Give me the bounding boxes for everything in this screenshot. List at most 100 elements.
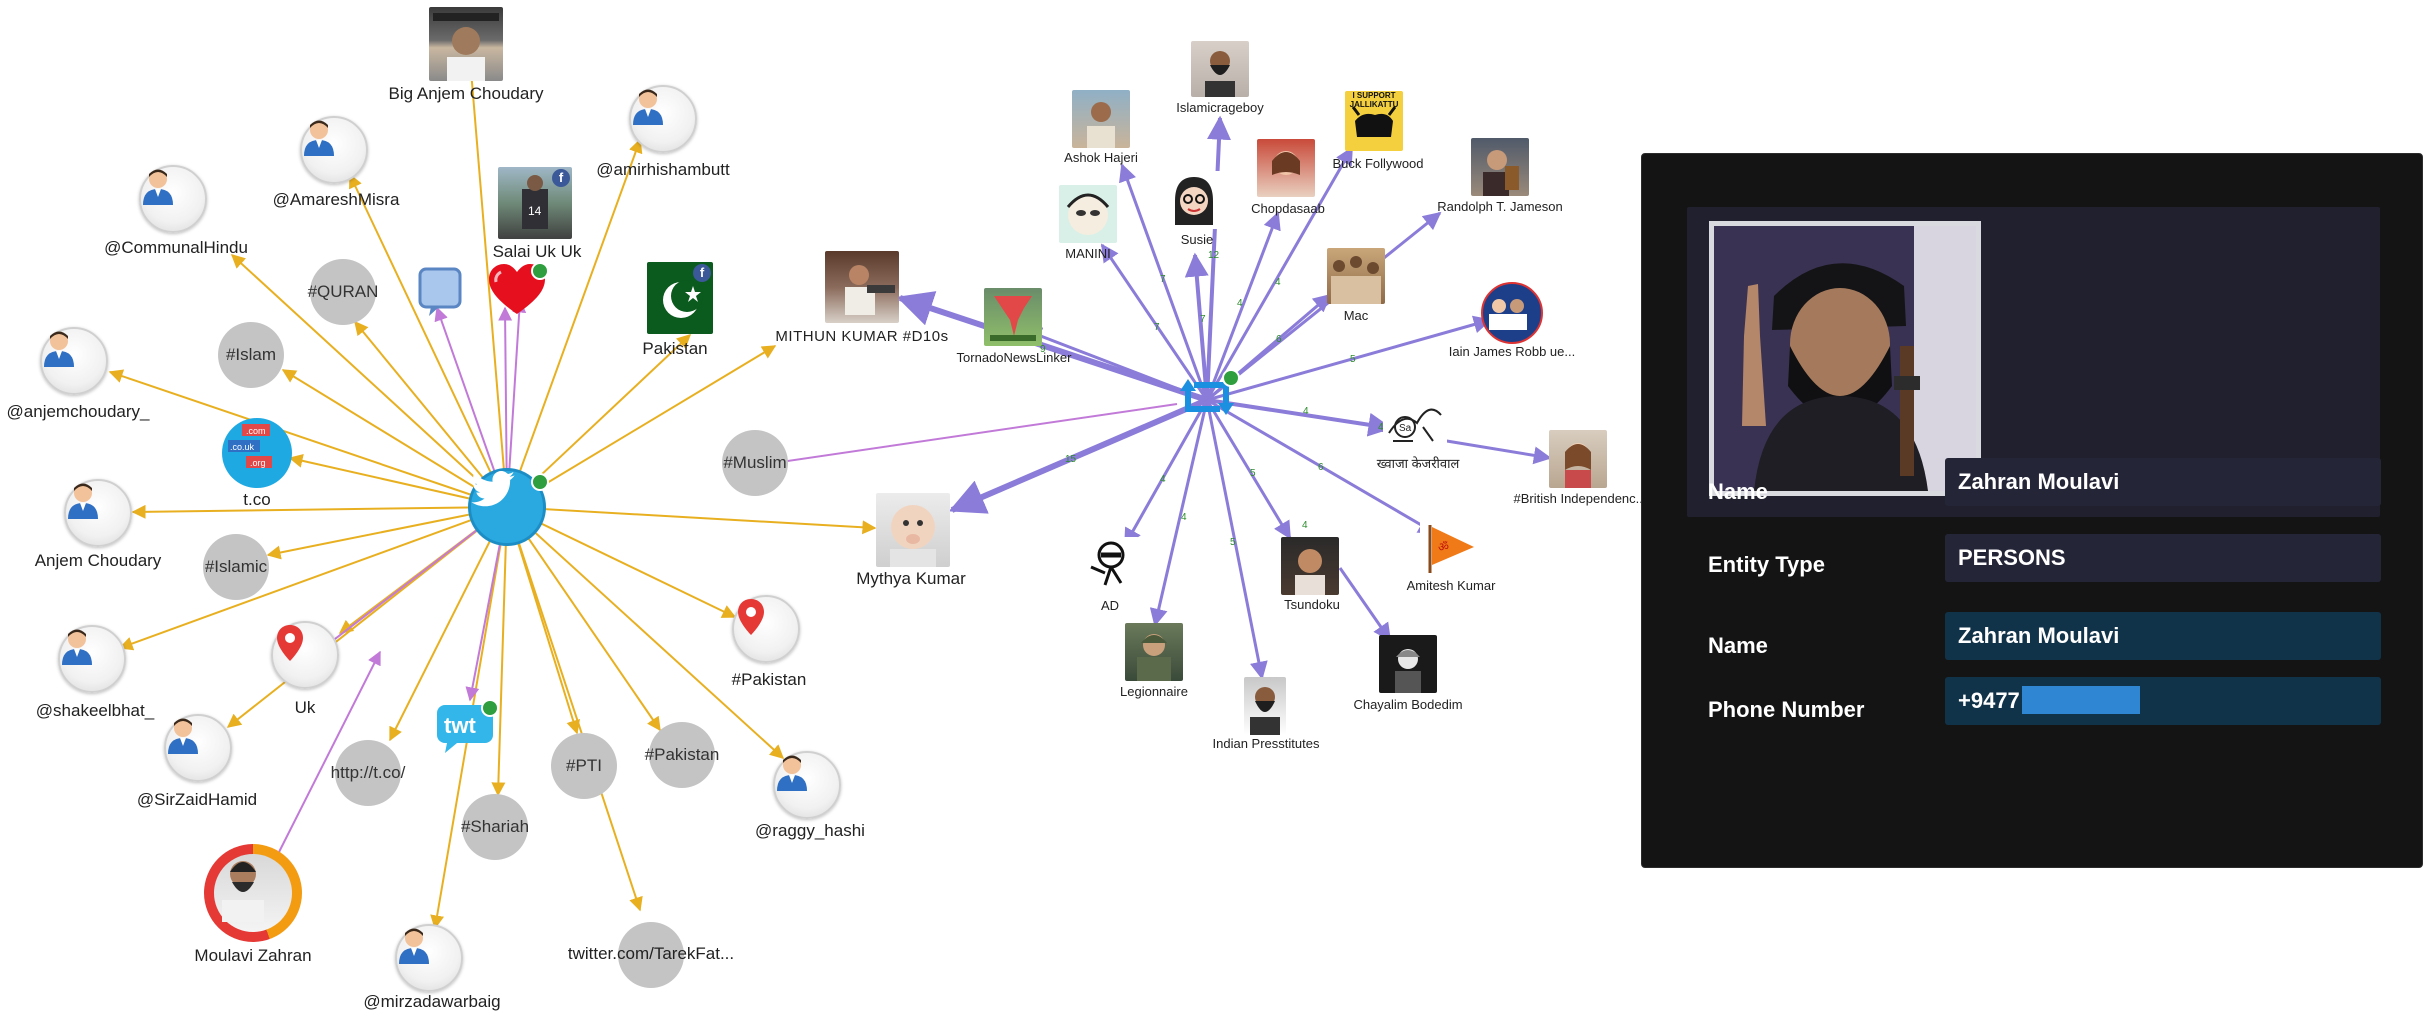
entity-photo[interactable] <box>1709 221 1981 496</box>
node-label: Moulavi Zahran <box>194 946 312 965</box>
photo-node-salai-uk-uk[interactable]: 14 f <box>498 167 572 239</box>
photo-node-mythya-kumar[interactable] <box>876 493 950 567</box>
user-avatar-icon <box>168 718 198 754</box>
entity-type-value: PERSONS <box>1945 534 2381 582</box>
url-node-tarekfat[interactable] <box>618 922 684 988</box>
photo-node-chopdasaab[interactable] <box>1257 139 1315 197</box>
photo-node-ashok-hajeri[interactable] <box>1072 90 1130 148</box>
svg-text:.org: .org <box>250 458 266 468</box>
user-avatar-icon <box>44 331 74 367</box>
name-label: Name <box>1708 479 1768 504</box>
photo-node-legionnaire[interactable] <box>1125 623 1183 681</box>
photo-node-big-anjem-choudary[interactable] <box>429 7 503 81</box>
hashtag-node-islamic[interactable]: #Islamic <box>203 534 269 600</box>
twt-speech-icon: twt <box>437 705 493 753</box>
photo-node-manini[interactable] <box>1059 185 1117 243</box>
node-label: Pakistan <box>642 339 708 358</box>
cartoon-node-ad[interactable] <box>1081 537 1139 595</box>
user-node-communalhindu[interactable] <box>139 165 207 233</box>
user-node-sirzaidhamid[interactable] <box>164 714 232 782</box>
hashtag-node-islam[interactable]: #Islam <box>218 322 284 388</box>
phone-number-value: +9477 <box>1958 688 2020 713</box>
person-photo-icon <box>222 861 264 922</box>
photo-node-randolph-jameson[interactable] <box>1471 138 1529 196</box>
user-avatar-icon <box>399 928 429 964</box>
photo-node-chayalim-bodedim[interactable] <box>1379 635 1437 693</box>
node-label: t.co <box>243 490 271 509</box>
node-label: Chopdasaab <box>1251 201 1325 216</box>
node-label: twitter.com/TarekFat... <box>567 944 735 963</box>
cartoon-sketch-icon <box>1090 541 1125 586</box>
edge-weight: 4 <box>1378 422 1384 433</box>
node-label: ख्वाजा केजरीवाल <box>1376 456 1460 471</box>
node-label: Big Anjem Choudary <box>388 84 544 103</box>
user-avatar-icon <box>62 629 92 665</box>
cartoon-face-icon <box>1066 193 1110 235</box>
node-label: Anjem Choudary <box>34 551 162 570</box>
node-label: Ashok Hajeri <box>1064 150 1138 165</box>
photo-node-islamicrageboy[interactable] <box>1191 41 1249 97</box>
photo-node-indian-presstitutes[interactable] <box>1244 677 1286 735</box>
photo-node-mac[interactable] <box>1327 248 1385 304</box>
status-badge <box>531 473 549 491</box>
retweet-hub-node[interactable] <box>1180 369 1240 419</box>
svg-text:ॐ: ॐ <box>1438 540 1449 554</box>
node-label: @CommunalHindu <box>104 238 248 257</box>
user-node-amirhishambutt[interactable] <box>629 85 697 153</box>
twitter-hub-node[interactable] <box>468 468 549 546</box>
node-label: #Muslim <box>723 453 787 472</box>
heart-node[interactable] <box>487 262 549 318</box>
bull-poster-icon <box>1351 106 1397 137</box>
hashtag-node-quran[interactable]: #QURAN <box>308 259 378 325</box>
person-photo-icon <box>1272 151 1300 175</box>
photo-node-susie[interactable] <box>1165 171 1223 229</box>
user-avatar-icon <box>143 169 173 205</box>
user-node-anjem-choudary[interactable] <box>64 479 132 547</box>
node-label: Chayalim Bodedim <box>1353 697 1463 712</box>
node-label: #Pakistan <box>644 745 720 764</box>
chat-bubble-node[interactable] <box>417 266 463 318</box>
hashtag-node-muslim[interactable]: #Muslim <box>722 430 788 496</box>
crowd-photo-icon <box>1331 256 1381 304</box>
photo-node-mithun-kumar[interactable] <box>825 251 899 323</box>
person-photo-icon: 14 <box>522 175 548 229</box>
link-graph[interactable]: 7 12 7 4 4 6 5 4 15 4 5 4 5 4 6 7 4 9 Bi… <box>0 0 1646 1022</box>
domain-tags-icon: .com.co.uk.org <box>228 424 272 468</box>
user-node-raggy-hashi[interactable] <box>773 751 841 819</box>
photo-node-tsundoku[interactable] <box>1281 537 1339 595</box>
status-badge <box>1222 369 1240 387</box>
user-node-shakeelbhat[interactable] <box>58 625 126 693</box>
location-node-pakistan[interactable] <box>732 595 800 663</box>
url-node-http-tco[interactable]: http://t.co/ <box>331 740 405 806</box>
cartoon-node-khwaja-kejriwal[interactable]: Sa <box>1383 393 1447 451</box>
photo-node-moulavi-zahran[interactable] <box>204 844 302 942</box>
person-photo-icon <box>1714 226 1976 491</box>
hashtag-node-pakistan[interactable]: #Pakistan <box>645 722 719 788</box>
node-label: @amirhishambutt <box>596 160 730 179</box>
twt-app-node[interactable]: twt <box>435 699 499 755</box>
photo-node-tornadonewslinker[interactable] <box>984 288 1042 346</box>
user-node-amareshmisra[interactable] <box>300 116 368 184</box>
node-label: #Islamic <box>204 557 268 576</box>
node-label: Susie <box>1180 232 1214 247</box>
photo-node-iain-james-robb[interactable] <box>1481 282 1543 344</box>
node-label: #Islam <box>225 345 277 364</box>
name-value: Zahran Moulavi <box>1945 458 2381 506</box>
user-node-mirzadawarbaig[interactable] <box>395 924 463 992</box>
domain-node-tco[interactable]: .com.co.uk.org <box>222 418 292 488</box>
flag-node-pakistan[interactable]: f <box>647 262 713 334</box>
phone-number-field: +9477 <box>1945 677 2381 725</box>
flag-node-amitesh-kumar[interactable]: ॐ <box>1420 517 1478 575</box>
name-value-2: Zahran Moulavi <box>1945 612 2381 660</box>
poster-node-jallikattu[interactable]: I SUPPORT JALLIKATTU <box>1345 91 1403 151</box>
node-label: Mac <box>1343 308 1369 323</box>
location-node-uk[interactable] <box>271 621 339 689</box>
hashtag-node-pti[interactable]: #PTI <box>551 733 617 799</box>
edge-weight: 4 <box>1160 474 1166 485</box>
node-label: http://t.co/ <box>330 763 406 782</box>
person-photo-icon <box>1250 687 1280 735</box>
hashtag-node-shariah[interactable]: #Shariah <box>461 794 529 860</box>
user-node-anjemchoudary[interactable] <box>40 327 108 395</box>
photo-node-british-independence[interactable] <box>1549 430 1607 488</box>
person-photo-icon <box>1565 443 1591 488</box>
